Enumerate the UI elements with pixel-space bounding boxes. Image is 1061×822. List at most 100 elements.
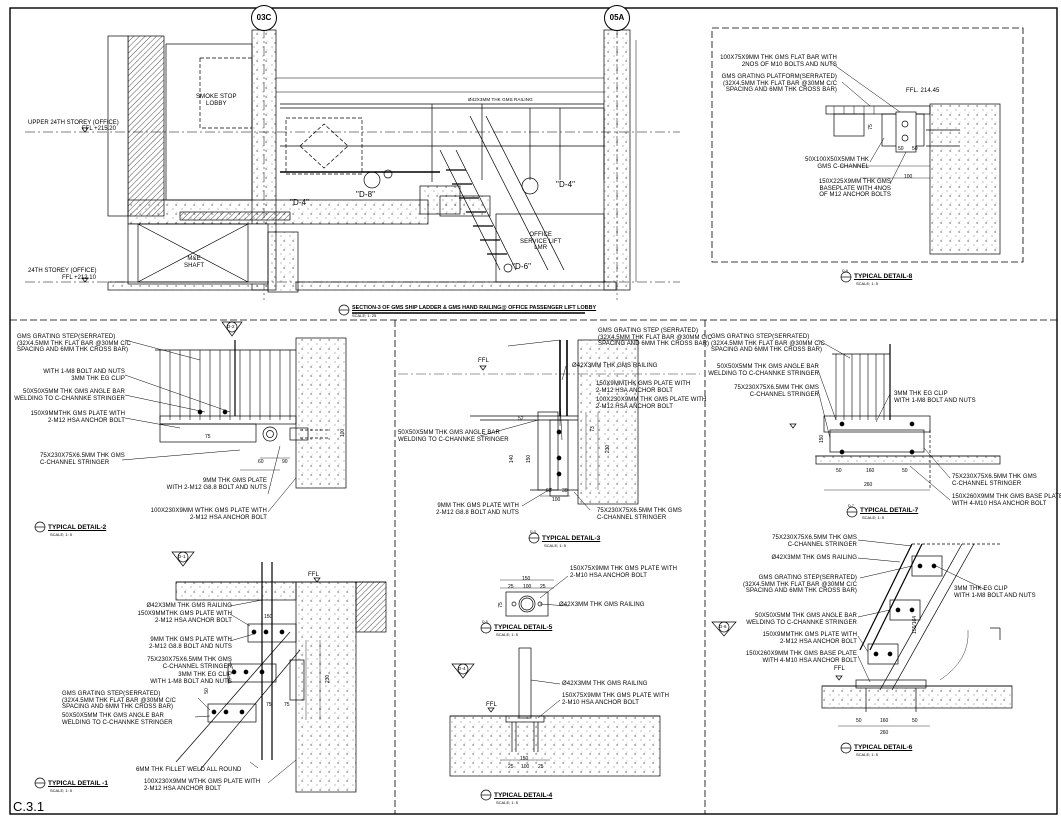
d1-note-eg-clip: 3MM THK EG CLIP WITH 1-M8 BOLT AND NUTS [150,672,232,685]
d1-note-stringer: 75X230X75X6.5MM THK GMS C-CHANNEL STRING… [147,657,232,670]
section-3-drawing [25,28,680,300]
d1-title: TYPICAL DETAIL -1 [48,780,108,787]
d1-dim-75b: 75 [284,702,290,708]
d1-dim-230: 230 [325,674,332,684]
d6-note-plate: 150X9MMTHK GMS PLATE WITH 2-M12 HSA ANCH… [762,632,857,645]
d7-title: TYPICAL DETAIL-7 [860,507,919,514]
d7-note-angle: 50X50X5MM THK GMS ANGLE BAR WELDING TO C… [708,364,819,377]
d4-tag: D-4 [458,666,466,671]
callout-d6: "D-6" [512,262,532,271]
d3-dim-63: 63 [546,488,552,494]
section-title-symbol [338,304,585,316]
d1-dim-75a: 75 [266,702,272,708]
d2-note-stringer: 75X230X75X6.5MM THK GMS C-CHANNEL STRING… [40,453,125,466]
d6-note-stringer: 75X230X75X6.5MM THK GMS C-CHANNEL STRING… [772,535,857,548]
d1-ffl: FFL [308,572,319,578]
detail-1-drawing [175,562,387,793]
d6-note-railing: Ø42X3MM THK GMS RAILING [771,555,857,561]
d2-note-plate-9: 9MM THK GMS PLATE WITH 2-M12 G8.8 BOLT A… [166,478,267,491]
d3-dim-150: 150 [526,454,533,464]
d1-note-angle: 50X50X5MM THK GMS ANGLE BAR WELDING TO C… [62,713,173,726]
d2-note-eg-clip: WITH 1-M8 BOLT AND NUTS 3MM THK EG CLIP [43,369,125,382]
d7-note-base-plate: 150X260X9MM THK GMS BASE PLATE WITH 4-M1… [952,494,1061,507]
level-markers [81,127,89,283]
d2-dim-60: 60 [258,459,264,465]
d1-dim-150: 150 [264,614,273,620]
d3-dim-52: 52 [518,416,524,422]
detail-7-drawing [815,344,1001,491]
d8-ffl: FFL. 214.45 [906,88,940,94]
d7-dim-160: 160 [866,468,875,474]
d4-scale: SCALE; 1: 5 [496,800,519,805]
d6-dim-160: 160 [880,718,889,724]
d1-note-plate-100: 100X230X9MM WTHK GMS PLATE WITH 2-M12 HS… [144,779,261,792]
grid-bubble-03c: 03C [251,5,277,31]
detail-5-drawing [500,579,554,617]
d2-title: TYPICAL DETAIL-2 [48,524,107,531]
d7-note-stringer: 75X230X75X6.5MM THK GMS C-CHANNEL STRING… [734,385,819,398]
d6-tag: D-6 [719,624,727,629]
d6-dim-50b: 50 [912,718,918,724]
d2-note-plate-150: 150X9MMTHK GMS PLATE WITH 2-M12 HSA ANCH… [30,411,125,424]
d6-ffl: FFL [834,666,845,672]
d1-tag: D-1 [178,554,186,559]
panel-dividers [10,27,1057,814]
d7-note-grating: GMS GRATING STEP(SERRATED) (32X4.5MM THK… [711,334,825,354]
detail-5-tags [480,622,492,634]
d3-note-plate-100: 100X230X9MM THK GMS PLATE WITH 2-M12 HSA… [596,397,707,410]
d3-title: TYPICAL DETAIL-3 [542,535,601,542]
d8-scale: SCALE; 1: 5 [856,281,879,286]
section-3-title: SECTION-3 OF GMS SHIP LADDER & GMS HAND … [352,305,597,311]
d1-scale: SCALE; 1: 5 [50,788,73,793]
d5-scale: SCALE; 1: 5 [496,632,519,637]
room-office-service-lift: OFFICE SERVICE LIFT LMR [520,232,562,252]
d5-dim-100: 100 [523,584,532,590]
d6-scale: SCALE; 1: 5 [856,752,879,757]
d7-note-stringer-2: 75X230X75X6.5MM THK GMS C-CHANNEL STRING… [952,474,1037,487]
d5-dim-150: 150 [522,576,531,582]
detail-7-tags [789,423,858,518]
room-smoke-stop-lobby: SMOKE STOP LOBBY [196,94,237,107]
detail-2-tags [34,321,243,533]
d3-dim-73: 73 [589,426,596,432]
detail-4-tags [451,663,495,801]
d3-note-railing: Ø42X3MM THK GMS RAILING [572,363,658,369]
d5-dim-75: 75 [497,602,504,608]
d4-ffl: FFL [486,702,497,708]
section-railing-label: Ø42X3MM THK GMS RAILING [468,97,533,102]
upper-level-label: UPPER 24TH STOREY (OFFICE) [28,120,119,126]
d3-dim-100: 100 [552,497,561,503]
detail-1-tags [34,551,321,789]
section-3-scale: SCALE; 1: 25 [352,313,377,318]
d1-note-plate-9: 9MM THK GMS PLATE WITH 2-M12 G8.8 BOLT A… [149,637,232,650]
sheet-number: C.3.1 [13,799,45,814]
d6-note-grating: GMS GRATING STEP(SERRATED) (32X4.5MM THK… [743,575,857,595]
detail-6-tags [711,621,852,754]
d6-note-angle: 50X50X5MM THK GMS ANGLE BAR WELDING TO C… [746,613,857,626]
d5-title: TYPICAL DETAIL-5 [494,624,553,631]
room-me-shaft: M&E SHAFT [184,256,205,269]
d7-note-eg-clip: 3MM THK EG CLIP WITH 1-M8 BOLT AND NUTS [894,391,976,404]
d8-dim-100: 100 [904,174,913,180]
d4-dim-150: 150 [520,756,529,762]
detail-3-drawing [398,339,700,505]
d3-dim-140: 140 [509,454,516,464]
d7-dim-260: 260 [864,482,873,488]
d3-note-grating: GMS GRATING STEP (SERRATED) (32X4.5MM TH… [598,328,712,348]
d3-note-angle: 50X50X5MM THK GMS ANGLE BAR WELDING TO C… [398,430,509,443]
grid-bubble-05a: 05A [604,5,630,31]
d8-dim-50b: 50 [912,146,918,152]
detail-3-tags [479,365,540,544]
d8-note-baseplate: 150X225X9MM THK GMS BASEPLATE WITH 4NOS … [818,179,891,199]
d3-dim-230: 230 [605,444,612,454]
d2-note-grating: GMS GRATING STEP(SERRATED) (32X4.5MM THK… [17,334,131,354]
d6-title: TYPICAL DETAIL-6 [854,744,913,751]
d4-title: TYPICAL DETAIL-4 [494,792,553,799]
d6-note-eg-clip: 3MM THK EG CLIP WITH 1-M8 BOLT AND NUTS [954,586,1036,599]
upper-level-ffl: FFL +215.20 [82,126,116,132]
callout-d4-a: "D-4" [290,198,310,207]
d5-dim-25a: 25 [508,584,514,590]
detail-8-drawing [825,103,1001,255]
d7-scale: SCALE; 1: 5 [862,515,885,520]
